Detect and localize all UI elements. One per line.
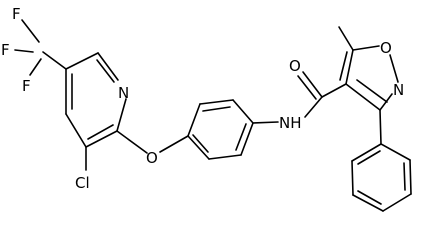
atom-label-carbonyl-o: O: [289, 57, 301, 75]
atom-label-pyridine-n: N: [118, 84, 129, 102]
phenylene-ring-bonds: [187, 99, 254, 160]
atom-label-amide-nh: NH: [279, 114, 302, 132]
atom-label-ether-o: O: [146, 149, 158, 167]
trifluoromethyl-bonds: [14, 19, 67, 76]
chemical-structure: F F F N Cl O NH O O N: [1, 5, 412, 212]
atom-label-chlorine: Cl: [75, 174, 90, 192]
atom-label-f3: F: [22, 77, 31, 95]
atom-label-isoxazole-o: O: [380, 39, 392, 57]
atom-label-isoxazole-n: N: [393, 81, 404, 99]
atom-label-f2: F: [1, 41, 10, 59]
substituent-bonds: [85, 130, 189, 171]
phenyl-ring-bonds: [351, 143, 412, 212]
pyridine-ring-bonds: [65, 52, 127, 148]
atom-label-f1: F: [12, 5, 21, 23]
isoxazole-ring-bonds: [338, 26, 399, 145]
amide-bonds: [252, 71, 347, 124]
